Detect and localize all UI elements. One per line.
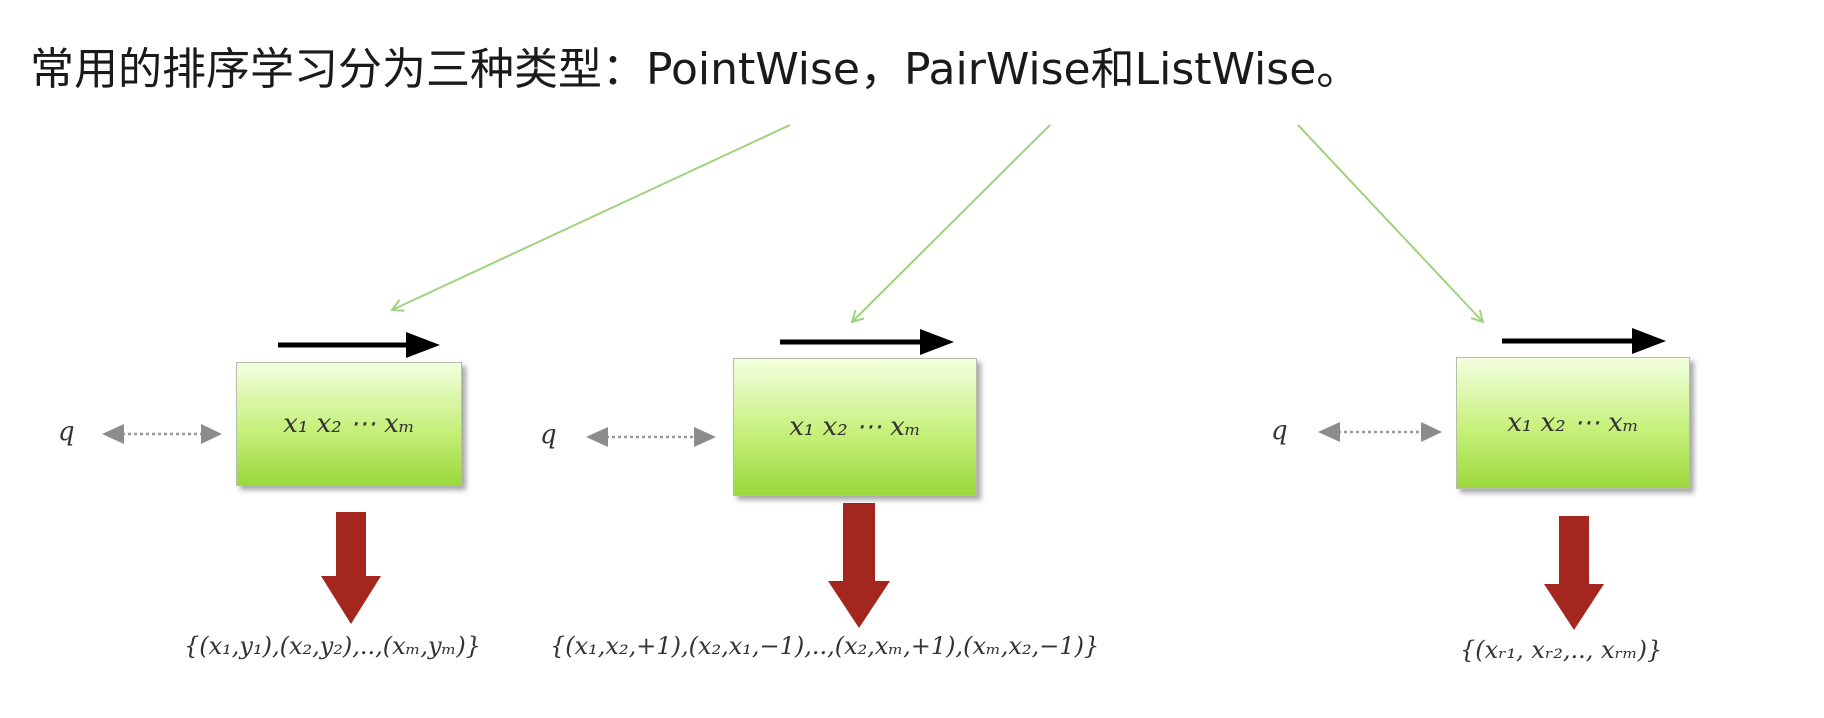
pointwise-document-box: x₁ x₂ ⋯ xₘ [236,362,462,486]
pointwise-output-arrow [321,512,381,624]
pairwise-query-arrow [586,427,716,447]
pointwise-documents: x₁ x₂ ⋯ xₘ [283,409,415,439]
pointwise-direction-arrow [278,332,440,358]
listwise-output-arrow [1544,516,1604,630]
listwise-document-box: x₁ x₂ ⋯ xₘ [1456,357,1690,489]
pairwise-output-formula: {(x₁,x₂,+1),(x₂,x₁,−1),..,(x₂,xₘ,+1),(xₘ… [550,632,1100,660]
pairwise-direction-arrow [780,329,954,355]
pairwise-query-label: q [540,420,557,450]
page-title: 常用的排序学习分为三种类型：PointWise，PairWise和ListWis… [30,44,1361,95]
pointwise-query-label: q [58,417,75,447]
connector-listwise [1297,124,1483,322]
listwise-query-arrow [1318,422,1442,442]
pairwise-output-arrow [828,503,890,628]
pointwise-query-arrow [102,424,222,444]
listwise-output-formula: {(xᵣ₁, xᵣ₂,.., xᵣₘ)} [1460,636,1663,664]
pairwise-documents: x₁ x₂ ⋯ xₘ [789,412,921,442]
pairwise-document-box: x₁ x₂ ⋯ xₘ [733,358,977,496]
connector-pairwise [852,124,1051,322]
pointwise-output-formula: {(x₁,y₁),(x₂,y₂),..,(xₘ,yₘ)} [184,632,481,660]
connector-pointwise [392,124,791,310]
listwise-query-label: q [1271,416,1288,446]
listwise-direction-arrow [1502,328,1666,354]
listwise-documents: x₁ x₂ ⋯ xₘ [1507,408,1639,438]
